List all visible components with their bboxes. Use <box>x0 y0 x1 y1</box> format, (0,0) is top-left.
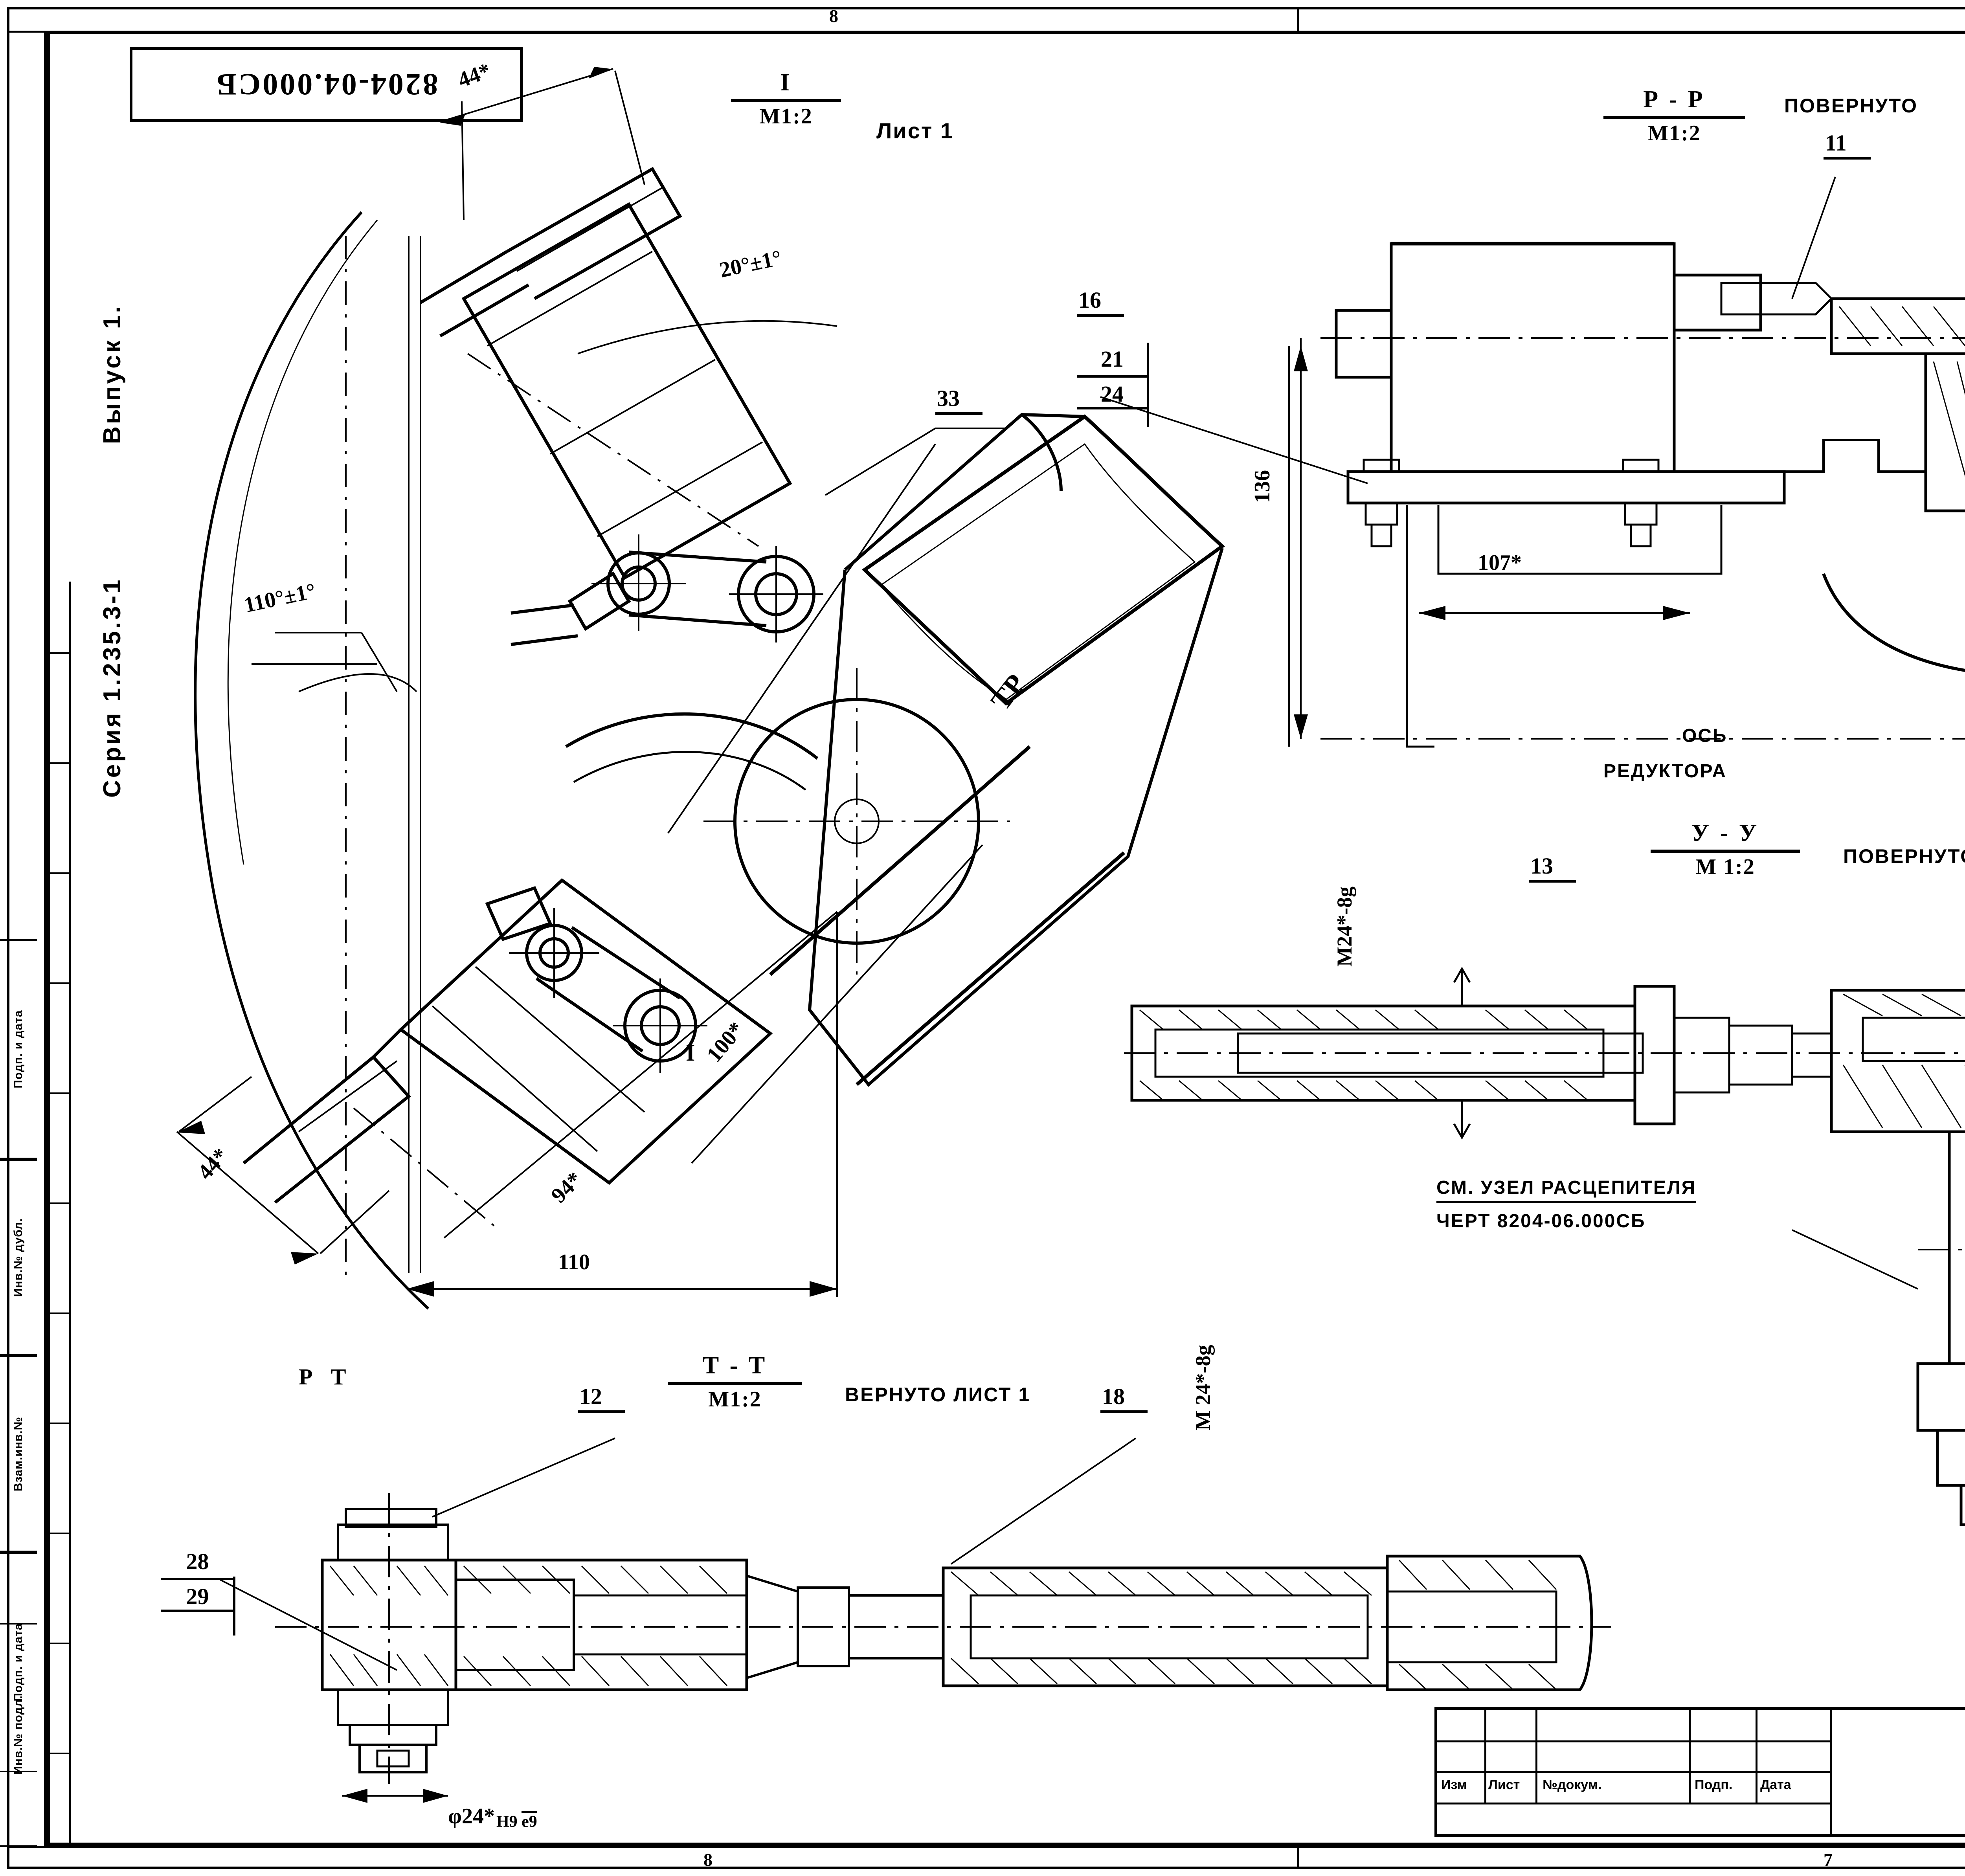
title-block-hline <box>1437 1803 1830 1804</box>
title-block-vline <box>1484 1710 1486 1803</box>
zone-divider-top <box>1297 7 1299 31</box>
view-T-bracket-left: 28 29 <box>161 1548 235 1636</box>
side-stamp-cell-2: Взам.инв.№ <box>0 1356 37 1552</box>
title-block-col-podp: Подп. <box>1695 1777 1733 1792</box>
view-T-bracket-item-29: 29 <box>161 1580 234 1612</box>
side-stamp-cell-0: Подп. и дата <box>0 939 37 1159</box>
side-revision-tick <box>46 872 71 874</box>
side-revision-tick <box>46 1753 71 1754</box>
view-I-scale: М1:2 <box>759 104 813 128</box>
view-R-balloon-11-number: 11 <box>1825 130 1847 156</box>
side-revision-tick <box>46 1312 71 1314</box>
view-T-dia24-fit-hole: Н9 <box>496 1813 518 1831</box>
side-revision-tick <box>46 1423 71 1424</box>
view-I-dim-110: 110 <box>558 1250 590 1274</box>
view-R-balloon-16: 16 <box>1077 287 1124 317</box>
view-T-balloon-18: 18 <box>1100 1383 1148 1413</box>
side-revision-tick <box>46 982 71 984</box>
view-R-scale: М1:2 <box>1647 121 1701 145</box>
zone-ruler-top <box>7 31 1965 33</box>
sheet-outer-frame <box>7 7 1965 1869</box>
view-T-rotated-note: ВЕРНУТО ЛИСТ 1 <box>845 1384 1031 1406</box>
title-block-vline <box>1830 1710 1832 1834</box>
side-revision-tick <box>46 1202 71 1204</box>
side-revision-tick <box>46 1092 71 1094</box>
title-block-col-list: Лист <box>1488 1777 1520 1792</box>
title-block-hline <box>1437 1771 1830 1773</box>
view-R-bracket-item-21: 21 <box>1077 346 1148 378</box>
view-U-note-line2: ЧЕРТ 8204-06.000СБ <box>1436 1211 1646 1232</box>
side-revision-tick <box>46 762 71 764</box>
title-block-vline <box>1689 1710 1691 1803</box>
view-T-balloon-12: 12 <box>578 1383 625 1413</box>
view-I-balloon-33: 33 <box>935 385 982 415</box>
zone-ruler-bottom <box>7 1846 1965 1848</box>
view-I-title-letter: I <box>780 69 792 96</box>
zone-number-bottom-8: 8 <box>703 1850 713 1870</box>
view-R-axis-label-line1: ОСЬ <box>1682 725 1728 746</box>
view-U-balloon-13-number: 13 <box>1530 853 1553 879</box>
zone-divider-bottom <box>1297 1846 1299 1869</box>
view-R-bracket-left: 21 24 <box>1077 343 1149 427</box>
view-T-balloon-18-number: 18 <box>1102 1384 1125 1409</box>
side-stamp-cell-3: Подп. и дата <box>0 1552 37 1772</box>
view-I-balloon-33-number: 33 <box>937 385 960 411</box>
view-U-rotated-note: ПОВЕРНУТО ЛИСТ 1 <box>1843 845 1965 867</box>
title-block: Изм Лист №докум. Подп. Дата 8204-04.000С… <box>1434 1707 1965 1837</box>
view-T-title: Т - Т М1:2 <box>668 1352 802 1412</box>
drawing-code-box: 8204-04.000СБ <box>130 47 523 122</box>
view-R-balloon-16-number: 16 <box>1078 287 1101 313</box>
view-R-title-letters: Р - Р <box>1643 86 1705 113</box>
view-I-sheet-ref: Лист 1 <box>876 118 954 143</box>
view-R-balloon-11: 11 <box>1824 130 1871 160</box>
view-I-title: I М1:2 <box>731 69 841 129</box>
side-stamp-column <box>9 31 46 1846</box>
view-U-title-letters: У - У <box>1691 820 1759 846</box>
view-T-bracket-item-28: 28 <box>161 1548 234 1580</box>
view-T-dia24-fit-shaft: е9 <box>522 1811 537 1831</box>
side-revision-tick <box>46 1533 71 1534</box>
zone-number-top-8: 8 <box>829 6 838 26</box>
zone-number-bottom-7: 7 <box>1824 1850 1833 1870</box>
view-U-scale: М 1:2 <box>1695 855 1755 879</box>
view-T-title-letters: Т - Т <box>702 1352 768 1379</box>
view-U-title: У - У М 1:2 <box>1651 819 1800 879</box>
view-R-dim-107: 107* <box>1478 551 1522 575</box>
side-stamp-cell-1: Инв.№ дубл. <box>0 1159 37 1356</box>
view-T-balloon-12-number: 12 <box>579 1384 602 1409</box>
view-R-axis-label-line2: РЕДУКТОРА <box>1603 761 1727 782</box>
view-U-balloon-13: 13 <box>1529 853 1576 883</box>
view-I-marker-RT: Р Т <box>299 1364 353 1390</box>
view-T-scale: М1:2 <box>708 1387 762 1412</box>
side-revision-tick <box>46 652 71 654</box>
view-U-note-line1: СМ. УЗЕЛ РАСЦЕПИТЕЛЯ <box>1436 1177 1697 1203</box>
side-revision-column <box>46 582 71 1846</box>
view-T-dia24-fit: φ24* Н9 е9 <box>448 1804 537 1831</box>
view-T-thread-M24: М 24*-8g <box>1191 1345 1215 1430</box>
view-I-marker-I: I <box>686 1040 695 1066</box>
view-T-dia24-value: φ24* <box>448 1804 495 1828</box>
title-block-hline <box>1437 1740 1830 1742</box>
title-block-vline <box>1535 1710 1537 1803</box>
view-R-title: Р - Р М1:2 <box>1603 86 1745 146</box>
title-block-col-doc: №докум. <box>1543 1777 1602 1792</box>
side-revision-tick <box>46 1643 71 1644</box>
view-R-bracket-item-24: 24 <box>1077 378 1148 409</box>
title-block-vline <box>1756 1710 1757 1803</box>
title-block-col-data: Дата <box>1760 1777 1791 1792</box>
view-R-rotated-note: ПОВЕРНУТО <box>1784 95 1918 117</box>
title-block-col-izm: Изм <box>1441 1777 1467 1792</box>
side-stamp-cell-4: Инв.№ подл. <box>0 1623 37 1847</box>
